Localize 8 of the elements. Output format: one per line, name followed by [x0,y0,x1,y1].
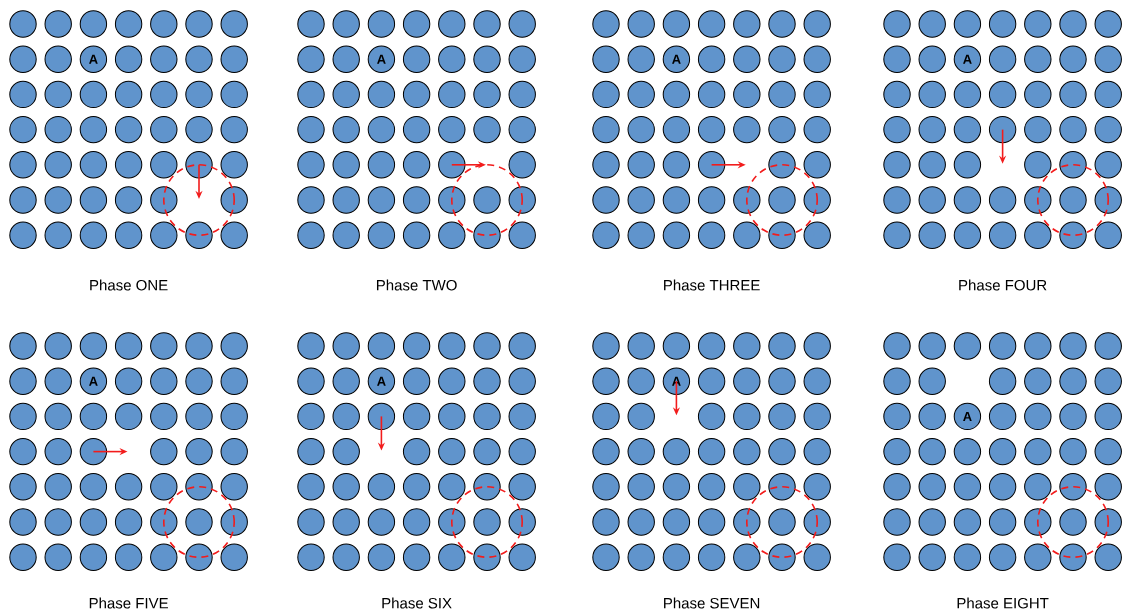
caption: Phase FOUR [959,279,1047,291]
caption: Phase EIGHT [957,597,1049,609]
caption: Phase SEVEN [664,597,760,609]
caption: Phase FIVE [89,597,168,609]
caption: Phase SIX [382,597,452,609]
caption: Phase THREE [664,279,760,291]
caption: Phase TWO [377,279,457,291]
caption: Phase ONE [90,279,168,291]
